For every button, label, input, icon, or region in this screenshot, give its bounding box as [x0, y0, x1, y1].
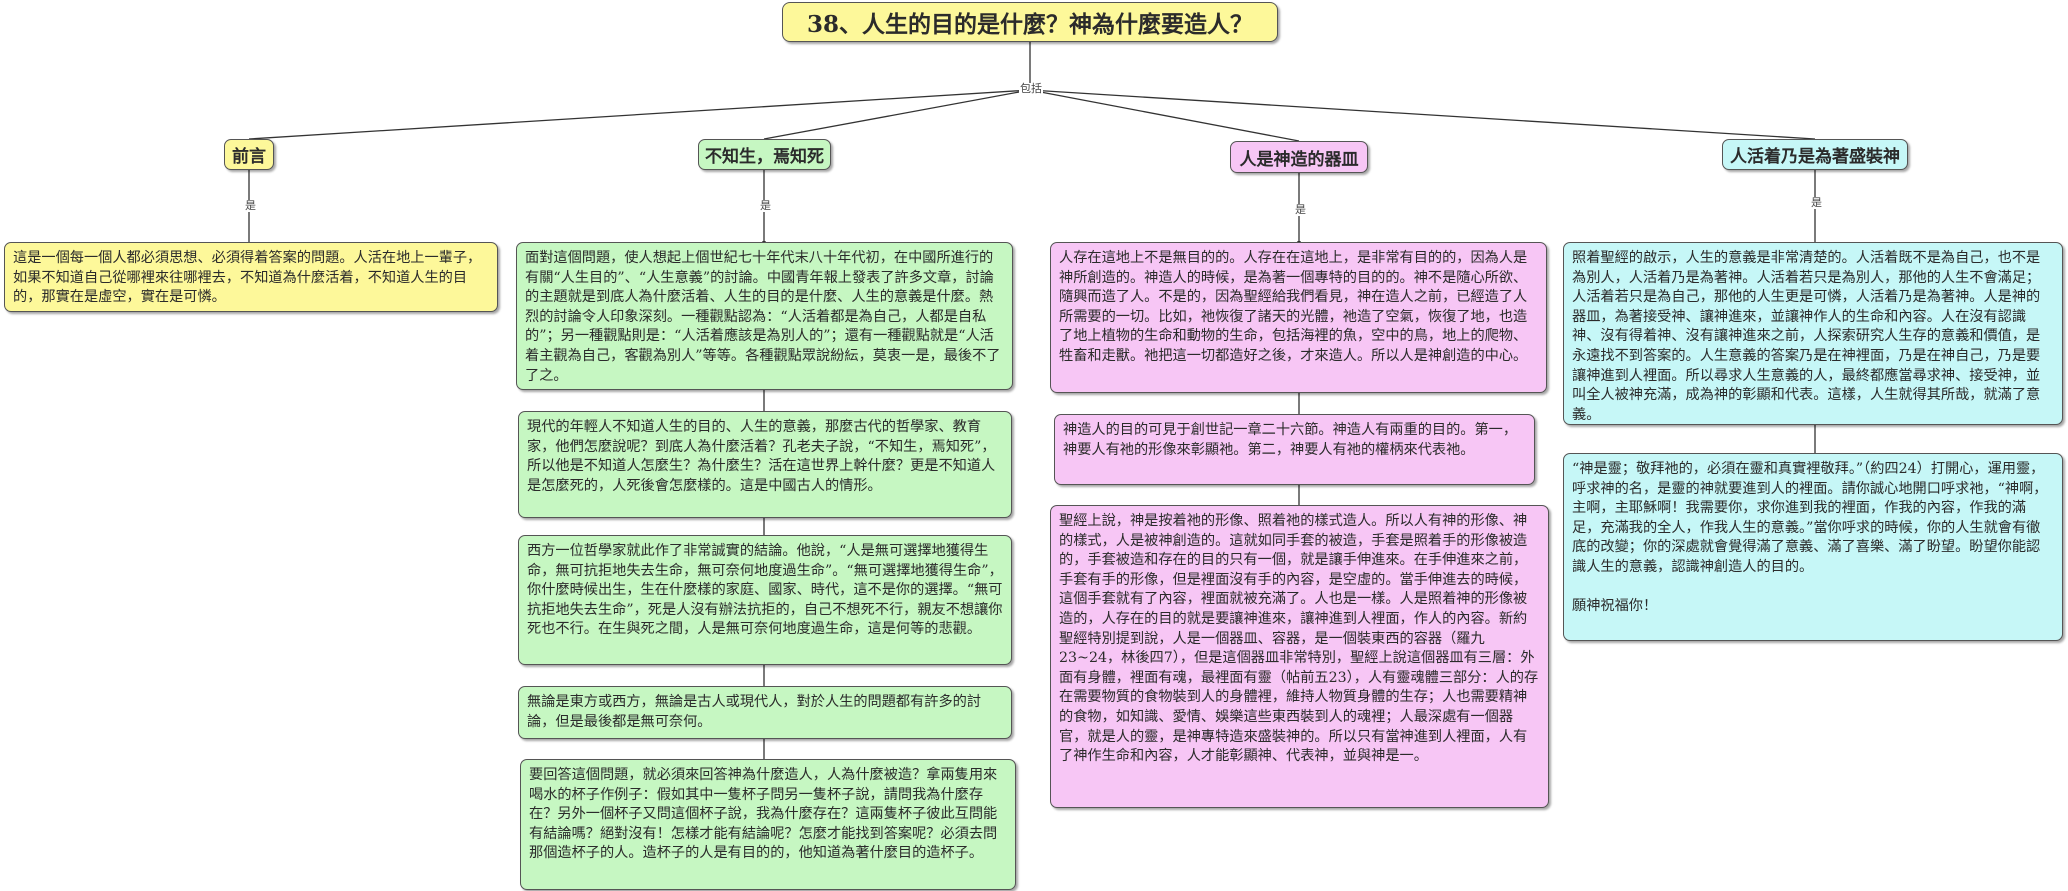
text-box-glove[interactable]: 聖經上說，神是按着祂的形像、照着祂的樣式造人。所以人有神的形像、神的樣式，人是被…: [1050, 505, 1549, 808]
paragraph: 聖經上說，神是按着祂的形像、照着祂的樣式造人。所以人有神的形像、神的樣式，人是被…: [1059, 513, 1539, 765]
topic-title: 前言: [232, 147, 266, 167]
paragraph: “神是靈；敬拜祂的，必須在靈和真實裡敬拜。”（約四24）打開心，運用靈，呼求神的…: [1572, 461, 2048, 575]
topic-preface[interactable]: 前言: [224, 139, 274, 170]
paragraph: 人存在這地上不是無目的的。人存在在這地上，是非常有目的的，因為人是神所創造的。神…: [1059, 250, 1528, 364]
paragraph: 這是一個每一個人都必須思想、必須得着答案的問題。人活在地上一輩子，如果不知道自己…: [13, 250, 482, 306]
root-title: 38、人生的目的是什麼？神為什麼要造人？: [806, 11, 1253, 38]
text-box-east-west[interactable]: 無論是東方或西方，無論是古人或現代人，對於人生的問題都有許多的討論，但是最後都是…: [518, 686, 1012, 739]
root-topic-node[interactable]: 38、人生的目的是什麼？神為什麼要造人？: [782, 2, 1278, 42]
text-box-confucius[interactable]: 現代的年輕人不知道人生的目的、人生的意義，那麼古代的哲學家、教育家，他們怎麼說呢…: [518, 411, 1012, 518]
topic-vessel[interactable]: 人是神造的器皿: [1230, 141, 1368, 173]
link-label-is: 是: [244, 199, 257, 212]
text-box-genesis[interactable]: 神造人的目的可見于創世記一章二十六節。神造人有兩重的目的。第一，神要人有祂的形像…: [1054, 414, 1535, 485]
paragraph: 要回答這個問題，就必須來回答神為什麼造人，人為什麼被造？拿兩隻用來喝水的杯子作例…: [529, 767, 998, 862]
text-box-cups[interactable]: 要回答這個問題，就必須來回答神為什麼造人，人為什麼被造？拿兩隻用來喝水的杯子作例…: [520, 759, 1016, 890]
text-box-meaning[interactable]: 照着聖經的啟示，人生的意義是非常清楚的。人活着既不是為自己，也不是為別人，人活着…: [1563, 242, 2063, 425]
paragraph: 現代的年輕人不知道人生的目的、人生的意義，那麼古代的哲學家、教育家，他們怎麼說呢…: [527, 419, 996, 494]
paragraph: 無論是東方或西方，無論是古人或現代人，對於人生的問題都有許多的討論，但是最後都是…: [527, 694, 982, 730]
topic-title: 人是神造的器皿: [1239, 149, 1359, 170]
link-label-includes: 包括: [1019, 82, 1043, 95]
text-box-discussion[interactable]: 面對這個問題，使人想起上個世紀七十年代末八十年代初，在中國所進行的有關“人生目的…: [516, 242, 1013, 390]
preface-text-box[interactable]: 這是一個每一個人都必須思想、必須得着答案的問題。人活在地上一輩子，如果不知道自己…: [4, 242, 498, 312]
link-label-is: 是: [759, 199, 772, 212]
paragraph: 西方一位哲學家就此作了非常誠實的結論。他說，“人是無可選擇地獲得生命，無可抗拒地…: [527, 543, 1003, 638]
paragraph: 神造人的目的可見于創世記一章二十六節。神造人有兩重的目的。第一，神要人有祂的形像…: [1063, 422, 1518, 458]
topic-title: 人活着乃是為著盛裝神: [1730, 147, 1900, 167]
text-box-western-philosopher[interactable]: 西方一位哲學家就此作了非常誠實的結論。他說，“人是無可選擇地獲得生命，無可抗拒地…: [518, 535, 1012, 665]
topic-title: 不知生，焉知死: [705, 147, 824, 167]
paragraph: 照着聖經的啟示，人生的意義是非常清楚的。人活着既不是為自己，也不是為別人，人活着…: [1572, 250, 2041, 423]
text-box-man-purpose[interactable]: 人存在這地上不是無目的的。人存在在這地上，是非常有目的的，因為人是神所創造的。神…: [1050, 242, 1547, 393]
link-label-is: 是: [1294, 203, 1307, 216]
topic-know-not-life[interactable]: 不知生，焉知死: [698, 139, 831, 170]
blessing-text: 願神祝福你！: [1572, 598, 1658, 615]
link-label-is: 是: [1810, 196, 1823, 209]
text-box-calling[interactable]: “神是靈；敬拜祂的，必須在靈和真實裡敬拜。”（約四24）打開心，運用靈，呼求神的…: [1563, 453, 2063, 641]
topic-contain-god[interactable]: 人活着乃是為著盛裝神: [1722, 139, 1908, 170]
paragraph: 面對這個問題，使人想起上個世紀七十年代末八十年代初，在中國所進行的有關“人生目的…: [525, 250, 1001, 384]
